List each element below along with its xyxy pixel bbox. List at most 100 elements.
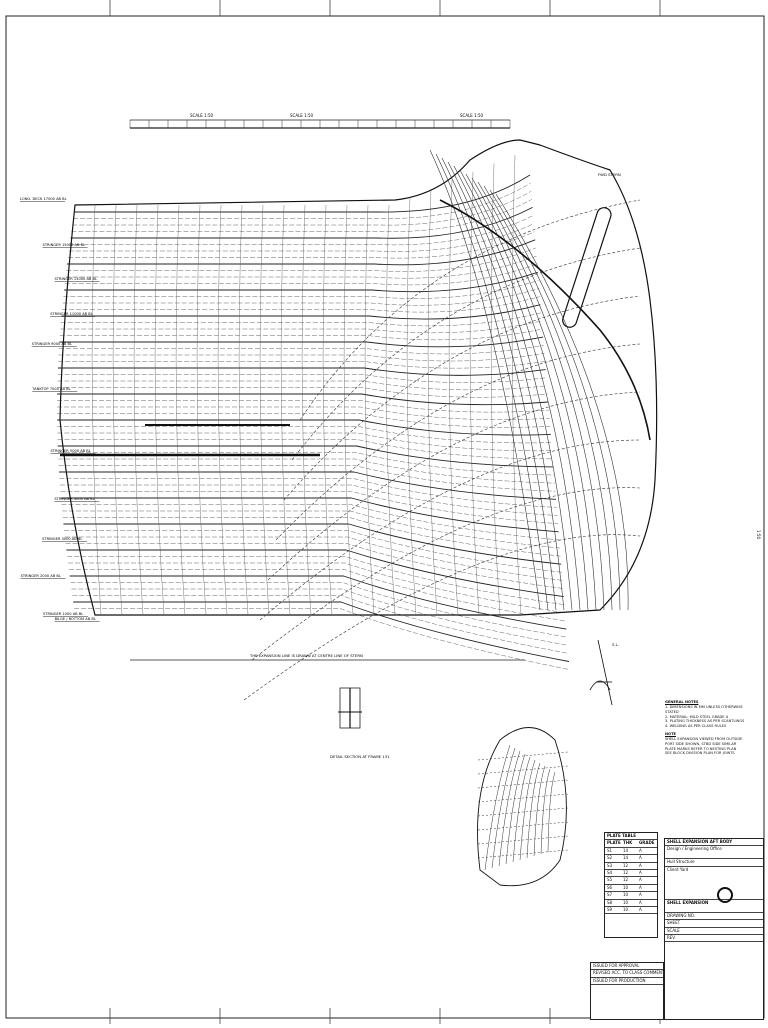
frame-line — [385, 204, 396, 616]
strake-line — [69, 575, 567, 630]
strake-line — [72, 191, 532, 226]
frame-line — [469, 171, 480, 616]
strake-line — [57, 432, 553, 451]
tb-project: SHELL EXPANSION AFT BODY — [665, 839, 763, 847]
stern-view-line — [491, 747, 516, 869]
longitudinal-label: STRINGER 1000 AB BL — [43, 612, 83, 616]
tb-drawing-title: SHELL EXPANSION — [665, 900, 763, 913]
hull-outline — [59, 139, 658, 616]
waterline-curve — [259, 439, 641, 621]
top-tick-marks — [109, 0, 661, 1024]
plate-table-cell: 12 — [623, 877, 629, 883]
frame-line — [511, 154, 522, 616]
stern-frame-curve — [483, 185, 613, 611]
frame-line — [322, 204, 333, 616]
longitudinal-label: STRINGER 2000 AB BL — [21, 574, 61, 578]
notes-heading: GENERAL NOTES — [665, 700, 699, 704]
longitudinal-label: STRINGER 11000 AB BL — [50, 312, 93, 316]
tb-client: Client Yard — [665, 867, 763, 900]
strake-line — [59, 484, 558, 516]
stern-view-line — [540, 768, 551, 855]
frame-line — [259, 204, 270, 616]
waterline-curve — [275, 343, 641, 541]
stern-view-waterline — [477, 807, 569, 817]
longitudinal-label: BILGE / BOTTOM AB BL — [55, 617, 96, 621]
longitudinal-label: STRINGER 4000 AB BL — [54, 497, 94, 501]
revision-row: ISSUED FOR PRODUCTION — [591, 978, 663, 986]
plate-table-heading: PLATE TABLE — [605, 833, 657, 841]
strake-line — [58, 353, 545, 362]
stern-view-waterline — [477, 751, 569, 761]
tb-subtitle: Hull Structure — [665, 859, 763, 867]
plate-table-cell: A — [639, 906, 642, 912]
strake-line — [72, 595, 569, 654]
strake-line — [60, 497, 559, 533]
logo-icon — [717, 887, 733, 903]
longitudinal-label: STRINGER 5000 AB BL — [51, 449, 91, 453]
frame-line — [490, 163, 501, 616]
frame-line — [301, 204, 312, 616]
plate-table-cell: A — [639, 899, 642, 905]
strake-line — [62, 510, 560, 549]
side-label: 1:50 — [756, 530, 761, 539]
strake-line — [57, 406, 550, 420]
stern-frame-curve — [495, 193, 629, 611]
strake-line — [57, 419, 551, 436]
scale-label-2: SCALE 1:50 — [290, 113, 314, 118]
strake-line — [58, 361, 545, 369]
plate-table-cell: PLATE — [607, 840, 621, 846]
stern-frame-curve — [471, 177, 597, 611]
stern-view-waterline — [477, 779, 569, 789]
notes-sub-heading: NOTE — [665, 732, 676, 737]
strake-line — [68, 569, 566, 622]
scale-label-1: SCALE 1:50 — [190, 113, 214, 118]
note-sub-item: SEE BLOCK DIVISION PLAN FOR JOINTS — [665, 751, 735, 756]
strake-line — [64, 530, 562, 573]
note-item: 2. MATERIAL: MILD STEEL GRADE A — [665, 714, 729, 719]
bottom-note: THE EXPANSION LINE IS DRAWN AT CENTRE LI… — [249, 653, 363, 658]
frame-line — [406, 196, 417, 616]
strake-line — [68, 223, 534, 252]
frame-line — [154, 204, 165, 616]
strake-line — [62, 296, 540, 313]
stern-frame-curve — [453, 165, 573, 611]
stern-view-waterline — [477, 835, 569, 845]
strake-line — [67, 239, 536, 266]
strake-line — [60, 312, 542, 327]
strake-line — [57, 367, 546, 376]
strake-line — [71, 588, 568, 646]
scale-label-3: SCALE 1:50 — [460, 113, 484, 118]
sea-label: S.L. — [612, 642, 619, 647]
stern-frame-curve — [441, 157, 557, 611]
frame-line — [427, 188, 438, 616]
strake-line — [69, 215, 534, 246]
waterline-curve — [251, 487, 641, 661]
plate-table-cell: S8 — [607, 899, 613, 905]
strake-line — [59, 478, 557, 508]
longitudinal-label: STRINGER 13000 AB BL — [54, 277, 97, 281]
border-frame — [5, 15, 765, 1019]
longitudinal-label: TANKTOP 7000 AB BL — [31, 387, 70, 391]
plate-table-cell: 10 — [623, 892, 629, 898]
strake-line — [65, 255, 537, 279]
strake-line — [68, 231, 535, 259]
strake-line — [61, 304, 541, 320]
stern-view-line — [512, 756, 531, 863]
title-block: SHELL EXPANSION AFT BODY Design / Engine… — [664, 838, 764, 1020]
stern-view-line — [547, 771, 556, 853]
strake-line — [57, 380, 547, 391]
strake-line — [57, 400, 549, 413]
strake-line — [74, 608, 570, 670]
plate-table-cell: A — [639, 884, 642, 890]
strake-line — [57, 393, 549, 406]
strake-line — [65, 543, 564, 589]
longitudinal-label: STRINGER 15000 AB BL — [43, 243, 86, 247]
